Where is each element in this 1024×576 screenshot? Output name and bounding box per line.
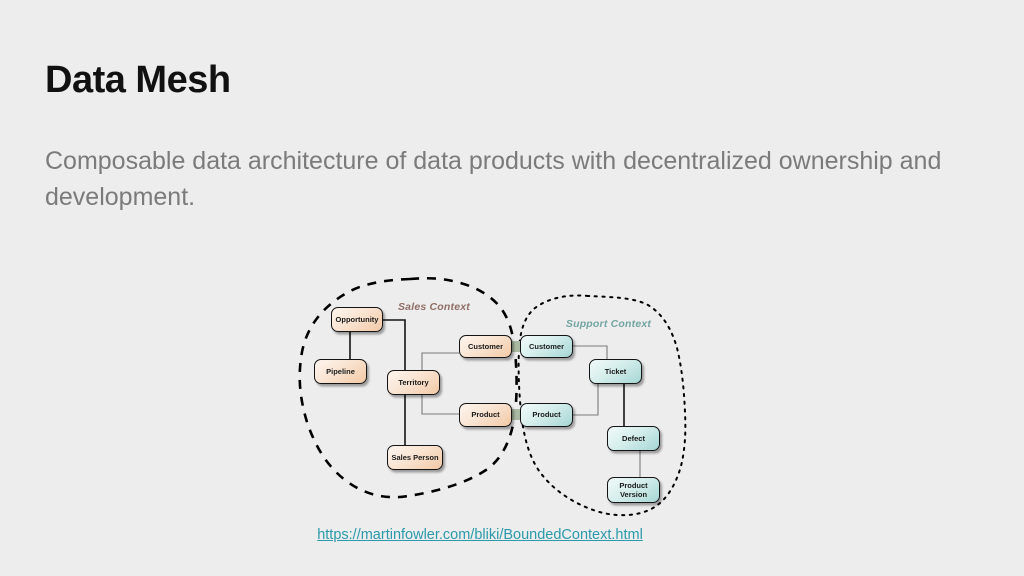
node-customer-support: Customer (520, 335, 573, 358)
product-bridge (512, 409, 521, 420)
node-product-sales: Product (459, 403, 512, 427)
node-product-version: Product Version (607, 477, 660, 503)
node-product-support: Product (520, 403, 573, 427)
page-title: Data Mesh (45, 59, 231, 101)
association-lines (421, 345, 641, 477)
node-defect: Defect (607, 426, 660, 451)
node-sales-person: Sales Person (387, 445, 443, 470)
node-territory: Territory (387, 370, 440, 395)
bounded-context-diagram: Sales Context Support Context Opportunit… (293, 274, 693, 526)
support-context-label: Support Context (565, 318, 652, 330)
node-customer-sales: Customer (459, 335, 512, 358)
node-pipeline: Pipeline (314, 359, 367, 384)
customer-bridge (512, 341, 521, 352)
node-ticket: Ticket (589, 359, 642, 384)
source-link-row: https://martinfowler.com/bliki/BoundedCo… (0, 526, 960, 544)
node-opportunity: Opportunity (331, 307, 383, 332)
slide-subtitle: Composable data architecture of data pro… (45, 147, 942, 211)
sales-context-label: Sales Context (397, 301, 471, 313)
diagram-canvas (298, 276, 687, 517)
bounded-context-link[interactable]: https://martinfowler.com/bliki/BoundedCo… (317, 527, 643, 543)
primary-association-lines (349, 319, 625, 445)
sales-context-boundary (298, 276, 518, 499)
